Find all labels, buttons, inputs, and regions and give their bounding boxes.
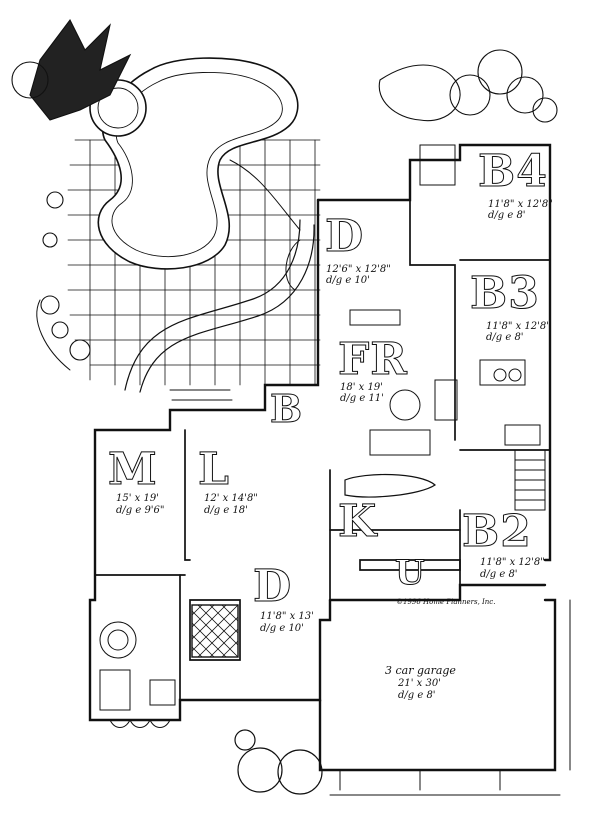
room-ceiling-d-lower: d/g e 10' [260, 623, 304, 634]
room-label-m: M [108, 444, 158, 495]
room-label-b: B [269, 386, 304, 431]
room-label-b3: B3 [470, 268, 540, 319]
room-ceiling-d-upper: d/g e 10' [326, 275, 370, 286]
stairs [169, 389, 546, 511]
kitchen-island [344, 473, 436, 498]
room-dims-d-upper: 12'6" x 12'8" [326, 264, 391, 275]
bath-fixtures [419, 144, 541, 446]
room-ceiling-fr: d/g e 11' [340, 393, 384, 404]
room-dims-b3: 11'8" x 12'8" [486, 321, 551, 332]
room-label-d-upper: D [324, 211, 365, 262]
room-dims-garage: 21' x 30' [398, 678, 441, 689]
room-dims-fr: 18' x 19' [340, 382, 383, 393]
room-dims-m: 15' x 19' [116, 493, 159, 504]
pool [97, 57, 299, 270]
landscape-trees [11, 18, 558, 371]
room-ceiling-garage: d/g e 8' [398, 690, 436, 701]
room-label-d-lower: D [252, 561, 293, 612]
family-room-furniture [349, 309, 458, 456]
room-label-k: K [337, 496, 378, 547]
interior-walls [94, 159, 551, 701]
room-ceiling-b2: d/g e 8' [480, 569, 518, 580]
room-dims-b2: 11'8" x 12'8" [480, 557, 545, 568]
room-ceiling-m: d/g e 9'6" [116, 505, 165, 516]
room-dims-d-lower: 11'8" x 13' [260, 611, 314, 622]
room-label-b4: B4 [478, 146, 548, 197]
room-dims-l: 12' x 14'8" [204, 493, 258, 504]
copyright-note: ©1996 Home Planners, Inc. [396, 598, 496, 606]
room-label-b2: B2 [462, 506, 532, 557]
entry-planters [234, 729, 323, 795]
room-label-u: U [395, 553, 426, 593]
room-ceiling-b3: d/g e 8' [486, 332, 524, 343]
master-bath-fixtures [99, 621, 176, 728]
garage-doors [329, 599, 571, 796]
hatched-slab [191, 604, 239, 658]
room-ceiling-b4: d/g e 8' [488, 210, 526, 221]
garden-path [124, 219, 301, 391]
room-label-garage: 3 car garage [385, 664, 456, 677]
room-label-fr: FR [338, 334, 408, 385]
room-label-l: L [198, 444, 230, 495]
room-dims-b4: 11'8" x 12'8" [488, 199, 553, 210]
room-ceiling-l: d/g e 18' [204, 505, 248, 516]
